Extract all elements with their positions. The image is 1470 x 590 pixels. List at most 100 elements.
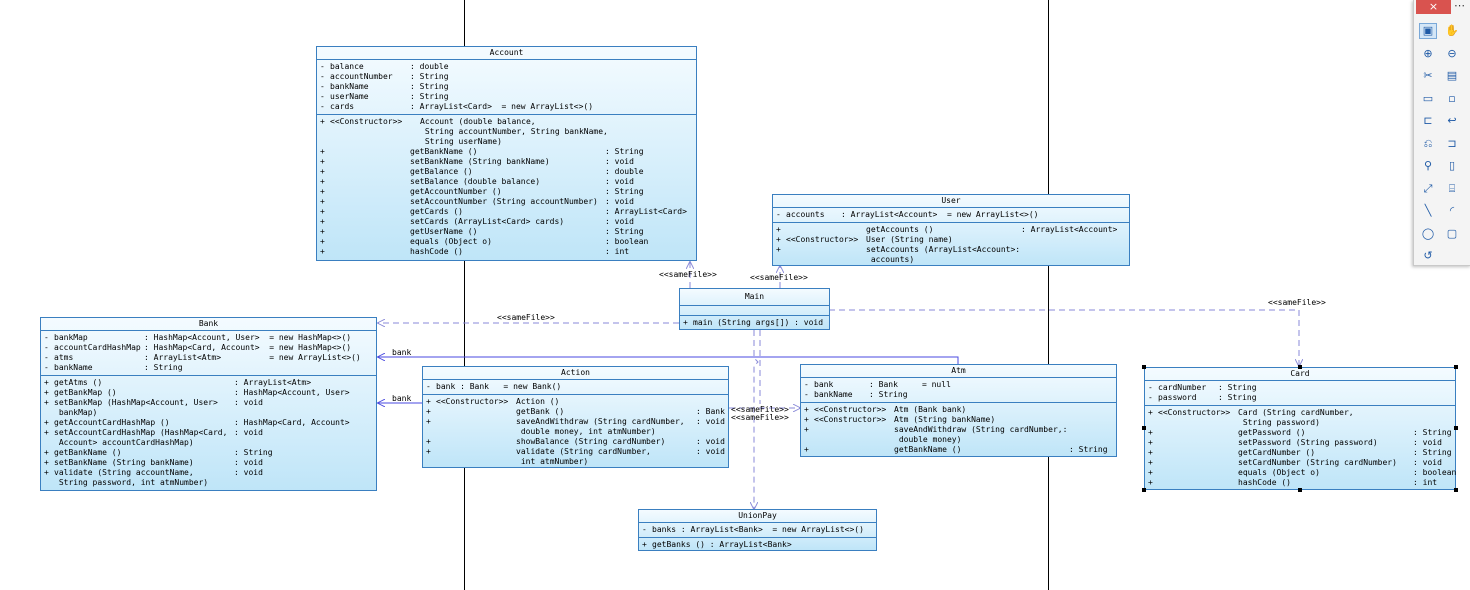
freeform-icon[interactable]: ↺	[1423, 249, 1433, 262]
member-row[interactable]: -bankName : String	[320, 82, 693, 92]
member-row[interactable]: +<<Constructor>>Action ()	[426, 397, 725, 407]
member-row[interactable]: +getBankMap (): HashMap<Account, User>	[44, 388, 373, 398]
association-atm-bank[interactable]	[378, 357, 959, 364]
member-row[interactable]: +setBalance (double balance): void	[320, 177, 693, 187]
selection-handle-w[interactable]	[1142, 426, 1146, 430]
close-icon[interactable]: ×	[1416, 0, 1451, 14]
ellipse-icon[interactable]: ◯	[1421, 226, 1435, 240]
member-row[interactable]: -balance : double	[320, 62, 693, 72]
member-row[interactable]: +<<Constructor>>Account (double balance,…	[320, 117, 693, 147]
member-row[interactable]: +getAtms (): ArrayList<Atm>	[44, 378, 373, 388]
member-row[interactable]: +setPassword (String password): void	[1148, 438, 1452, 448]
member-row[interactable]: -atms : ArrayList<Atm> = new ArrayList<>…	[44, 353, 373, 363]
member-row[interactable]: +setAccountCardHashMap (HashMap<Card, Ac…	[44, 428, 373, 448]
member-row[interactable]: +setCardNumber (String cardNumber): void	[1148, 458, 1452, 468]
member-row[interactable]: +<<Constructor>>Atm (Bank bank)	[804, 405, 1113, 415]
member-row[interactable]: +getUserName (): String	[320, 227, 693, 237]
tree-icon[interactable]: ⊏	[1423, 114, 1433, 127]
member-row[interactable]: +<<Constructor>>Atm (String bankName)	[804, 415, 1113, 425]
member-row[interactable]: -accountNumber: String	[320, 72, 693, 82]
member-row[interactable]: +saveAndWithdraw (String cardNumber, dou…	[426, 417, 725, 437]
member-row[interactable]: -bank : Bank = null	[804, 380, 1113, 390]
member-row[interactable]: +setAccountNumber (String accountNumber)…	[320, 197, 693, 207]
member-row[interactable]: +getCards (): ArrayList<Card>	[320, 207, 693, 217]
arrow-icon[interactable]: ↩	[1447, 114, 1457, 127]
selection-handle-sw[interactable]	[1142, 488, 1146, 492]
tool-palette[interactable]: × ⋯ ▣ ✋ ⊕ ⊖ ✂ ▤ ▭ ▫ ⊏ ↩ ⎌ ⊐ ⚲ ▯ ⤢ ⌸ ╲ ◜ ◯ ▢ ↺	[1413, 0, 1470, 266]
dependency-main-unionpay[interactable]	[754, 330, 759, 509]
zoom-out-icon[interactable]: ⊖	[1447, 46, 1457, 60]
member-row[interactable]: +equals (Object o): boolean	[320, 237, 693, 247]
member-row[interactable]: -userName : String	[320, 92, 693, 102]
selection-handle-ne[interactable]	[1454, 365, 1458, 369]
member-row[interactable]: -bankName : String	[44, 363, 373, 373]
link-icon[interactable]: ⎌	[1423, 136, 1433, 150]
cylinder-icon[interactable]: ⌸	[1448, 181, 1456, 195]
member-row[interactable]: +<<Constructor>>Card (String cardNumber,…	[1148, 408, 1452, 428]
member-row[interactable]: +main (String args[]) : void	[683, 318, 826, 328]
class-unionpay[interactable]: UnionPay -banks : ArrayList<Bank> = new …	[638, 509, 877, 551]
member-row[interactable]: +getAccountCardHashMap (): HashMap<Card,…	[44, 418, 373, 428]
member-row[interactable]: +hashCode (): int	[1148, 478, 1452, 488]
member-row[interactable]: +hashCode (): int	[320, 247, 693, 257]
class-action[interactable]: Action -bank : Bank = new Bank() +<<Cons…	[422, 366, 729, 468]
more-icon[interactable]: ⋯	[1454, 0, 1465, 12]
member-row[interactable]: +getBank (): Bank	[426, 407, 725, 417]
small-box-icon[interactable]: ▫	[1448, 91, 1456, 105]
class-atm[interactable]: Atm -bank : Bank = null-bankName: String…	[800, 364, 1117, 457]
member-row[interactable]: +getBalance (): double	[320, 167, 693, 177]
member-row[interactable]: +validate (String cardNumber, int atmNum…	[426, 447, 725, 467]
member-row[interactable]: +getPassword (): String	[1148, 428, 1452, 438]
class-main[interactable]: Main +main (String args[]) : void	[679, 288, 830, 330]
member-row[interactable]: -accountCardHashMap: HashMap<Card, Accou…	[44, 343, 373, 353]
member-row[interactable]: +<<Constructor>>User (String name)	[776, 235, 1126, 245]
member-row[interactable]: +setBankName (String bankName): void	[44, 458, 373, 468]
member-row[interactable]: -banks : ArrayList<Bank> = new ArrayList…	[642, 525, 873, 535]
class-account[interactable]: Account -balance : double-accountNumber:…	[316, 46, 697, 261]
member-row[interactable]: -cardNumber: String	[1148, 383, 1452, 393]
selection-handle-s[interactable]	[1298, 488, 1302, 492]
member-row[interactable]: +setCards (ArrayList<Card> cards): void	[320, 217, 693, 227]
rounded-rect-icon[interactable]: ▢	[1446, 226, 1458, 240]
document-icon[interactable]: ▯	[1448, 159, 1456, 172]
line-icon[interactable]: ╲	[1424, 204, 1432, 217]
note-icon[interactable]: ▭	[1422, 91, 1434, 105]
member-row[interactable]: +getAccountNumber (): String	[320, 187, 693, 197]
member-row[interactable]: -accounts: ArrayList<Account> = new Arra…	[776, 210, 1126, 220]
member-row[interactable]: +setBankName (String bankName): void	[320, 157, 693, 167]
pin-icon[interactable]: ⚲	[1423, 159, 1433, 172]
member-row[interactable]: -password : String	[1148, 393, 1452, 403]
member-row[interactable]: +validate (String accountName, String pa…	[44, 468, 373, 488]
cut-icon[interactable]: ✂	[1423, 69, 1433, 82]
tree2-icon[interactable]: ⊐	[1447, 136, 1457, 150]
member-row[interactable]: -cards : ArrayList<Card> = new ArrayList…	[320, 102, 693, 112]
class-user[interactable]: User -accounts: ArrayList<Account> = new…	[772, 194, 1130, 266]
selection-handle-se[interactable]	[1454, 488, 1458, 492]
member-row[interactable]: +setAccounts (ArrayList<Account>: void a…	[776, 245, 1126, 265]
package-icon[interactable]: ▤	[1446, 69, 1458, 82]
member-row[interactable]: +getBanks () : ArrayList<Bank>	[642, 540, 873, 550]
class-card[interactable]: Card -cardNumber: String-password : Stri…	[1144, 367, 1456, 490]
member-row[interactable]: -bankName: String	[804, 390, 1113, 400]
connector-icon[interactable]: ⤢	[1423, 181, 1433, 195]
member-row[interactable]: -bankMap : HashMap<Account, User> = new …	[44, 333, 373, 343]
member-row[interactable]: +equals (Object o): boolean	[1148, 468, 1456, 478]
member-row[interactable]: +saveAndWithdraw (String cardNumber,: vo…	[804, 425, 1113, 445]
dependency-main-card[interactable]	[829, 309, 1299, 366]
selection-handle-n[interactable]	[1298, 365, 1302, 369]
curve-icon[interactable]: ◜	[1449, 204, 1455, 217]
member-row[interactable]: +getBankName (): String	[44, 448, 373, 458]
zoom-in-icon[interactable]: ⊕	[1423, 46, 1433, 60]
member-row[interactable]: -bank : Bank = new Bank()	[426, 382, 725, 392]
member-row[interactable]: +setBankMap (HashMap<Account, User> bank…	[44, 398, 373, 418]
member-row[interactable]: +getBankName (): String	[804, 445, 1113, 455]
member-row[interactable]: +getAccounts (): ArrayList<Account>	[776, 225, 1126, 235]
hand-icon[interactable]: ✋	[1445, 24, 1459, 37]
selection-handle-nw[interactable]	[1142, 365, 1146, 369]
class-bank[interactable]: Bank -bankMap : HashMap<Account, User> =…	[40, 317, 377, 491]
class-tool-icon[interactable]: ▣	[1419, 23, 1437, 39]
member-row[interactable]: +getBankName (): String	[320, 147, 693, 157]
member-row[interactable]: +getCardNumber (): String	[1148, 448, 1452, 458]
member-row[interactable]: +showBalance (String cardNumber): void	[426, 437, 725, 447]
